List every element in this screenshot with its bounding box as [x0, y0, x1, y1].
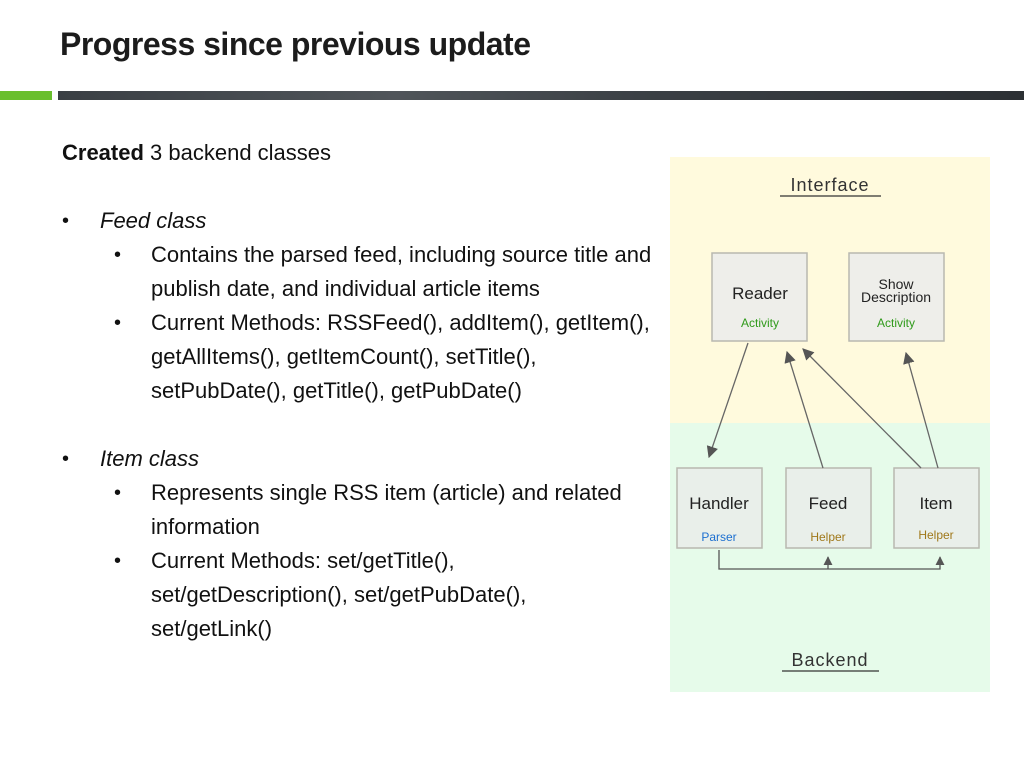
item-title: Item	[919, 494, 952, 513]
item-class-section: • Item class • Represents single RSS ite…	[62, 442, 652, 646]
feed-class-item: • Contains the parsed feed, including so…	[62, 238, 652, 306]
title-rule	[58, 91, 1024, 100]
reader-title: Reader	[732, 284, 788, 303]
architecture-diagram: Interface Reader Activity Show Descripti…	[670, 157, 990, 692]
item-subtitle: Helper	[918, 528, 953, 542]
bullet-dot: •	[114, 312, 122, 334]
show-description-box: Show Description Activity	[848, 252, 945, 342]
arrow-item-to-reader	[802, 348, 922, 469]
feed-class-section: • Feed class • Contains the parsed feed,…	[62, 204, 652, 408]
item-box: Item Helper	[893, 467, 980, 549]
item-class-bullet: • Item class	[62, 442, 652, 476]
backend-label: Backend	[791, 650, 868, 670]
feed-class-item-text: Contains the parsed feed, including sour…	[151, 242, 652, 301]
item-class-item-text: Represents single RSS item (article) and…	[151, 480, 622, 539]
bullet-dot: •	[114, 550, 122, 572]
handler-subtitle: Parser	[701, 530, 736, 544]
bullet-dot: •	[62, 448, 70, 470]
bullet-dot: •	[114, 244, 122, 266]
feed-class-item: • Current Methods: RSSFeed(), addItem(),…	[62, 306, 652, 408]
bullet-dot: •	[62, 210, 70, 232]
bullet-dot: •	[114, 482, 122, 504]
arrow-item-to-show-description	[903, 351, 939, 469]
handler-title: Handler	[689, 494, 749, 513]
intro-bold: Created	[62, 140, 144, 165]
bus-connector-line	[718, 550, 945, 570]
item-class-item: • Represents single RSS item (article) a…	[62, 476, 652, 544]
arrow-reader-to-handler	[706, 342, 749, 459]
handler-box: Handler Parser	[676, 467, 763, 549]
slide-title: Progress since previous update	[60, 26, 531, 62]
item-class-item: • Current Methods: set/getTitle(), set/g…	[62, 544, 652, 646]
title-accent-bar	[0, 91, 52, 100]
reader-box: Reader Activity	[711, 252, 808, 342]
reader-subtitle: Activity	[741, 316, 779, 330]
intro-line: Created 3 backend classes	[62, 136, 652, 170]
architecture-diagram-svg: Interface Reader Activity Show Descripti…	[670, 157, 990, 692]
arrow-feed-to-reader	[784, 350, 824, 469]
feed-box: Feed Helper	[785, 467, 872, 549]
item-class-item-text: Current Methods: set/getTitle(), set/get…	[151, 548, 527, 641]
feed-class-bullet: • Feed class	[62, 204, 652, 238]
feed-subtitle: Helper	[810, 530, 845, 544]
show-description-title-line2: Description	[861, 289, 931, 305]
slide-body: Created 3 backend classes • Feed class •…	[62, 136, 652, 646]
interface-label: Interface	[790, 175, 869, 195]
feed-title: Feed	[809, 494, 848, 513]
show-description-subtitle: Activity	[877, 316, 915, 330]
show-description-title-line1: Show	[878, 276, 914, 292]
item-class-heading: Item class	[100, 446, 200, 471]
feed-class-item-text: Current Methods: RSSFeed(), addItem(), g…	[151, 310, 650, 403]
intro-text: 3 backend classes	[143, 140, 332, 165]
feed-class-heading: Feed class	[100, 208, 207, 233]
